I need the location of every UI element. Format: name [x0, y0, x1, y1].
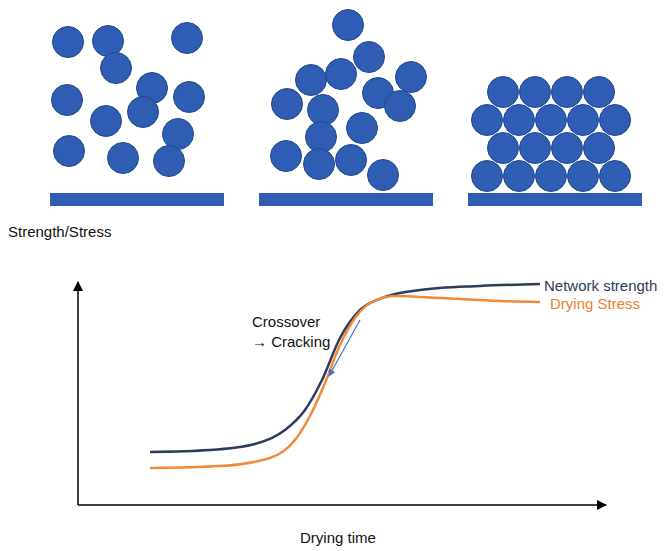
chart-curves [150, 284, 540, 468]
callout-text: Crossover → Cracking [252, 312, 336, 351]
particle [108, 143, 139, 174]
particle [52, 85, 83, 116]
particle [552, 133, 583, 164]
particle [520, 77, 551, 108]
particle [172, 23, 203, 54]
particle [568, 161, 599, 192]
particle [488, 77, 519, 108]
particle [333, 10, 364, 41]
particle [306, 122, 337, 153]
particle [584, 133, 615, 164]
drying-stress-curve [150, 296, 540, 468]
substrate-bar [468, 193, 642, 206]
particle [600, 105, 631, 136]
particle [101, 53, 132, 84]
substrate-bar [259, 193, 433, 206]
particle [504, 105, 535, 136]
particle [584, 77, 615, 108]
particle [600, 161, 631, 192]
particle [347, 113, 378, 144]
particle [552, 77, 583, 108]
substrate-bar [50, 193, 224, 206]
particle [504, 161, 535, 192]
particle [472, 105, 503, 136]
particle [568, 105, 599, 136]
particle [488, 133, 519, 164]
particle [296, 65, 327, 96]
particle [53, 27, 84, 58]
particle [354, 42, 385, 73]
particle-panels [50, 10, 642, 207]
curve-label: Network strength [544, 276, 657, 296]
particle [385, 91, 416, 122]
particle [93, 26, 124, 57]
axis-title: Strength/Stress [8, 222, 111, 242]
particle [91, 106, 122, 137]
particle [271, 141, 302, 172]
curve-label: Drying Stress [550, 294, 640, 314]
particle [326, 59, 357, 90]
particle [396, 62, 427, 93]
particle [174, 82, 205, 113]
chart-axes [78, 282, 606, 505]
particle [128, 97, 159, 128]
particle [536, 105, 567, 136]
particle [272, 89, 303, 120]
axis-title: Drying time [300, 528, 376, 548]
particle [54, 136, 85, 167]
leader-arrow [329, 320, 360, 376]
particle [536, 161, 567, 192]
particle [472, 161, 503, 192]
particle [308, 95, 339, 126]
particle [520, 133, 551, 164]
particle [368, 160, 399, 191]
particle [154, 146, 185, 177]
network-strength-curve [150, 284, 540, 452]
particle [336, 145, 367, 176]
particle [304, 149, 335, 180]
particle [163, 119, 194, 150]
